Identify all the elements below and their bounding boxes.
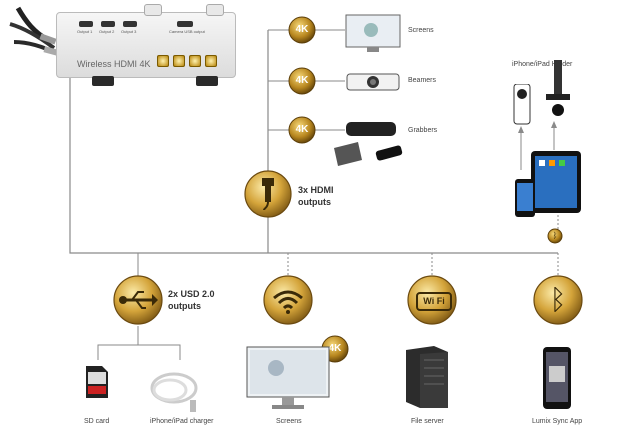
sd-card-icon (84, 364, 110, 405)
wireless-hdmi-device: Output 1 Output 2 Output 3 Camera USB ou… (56, 12, 236, 78)
device-foot (196, 76, 218, 86)
file-server-icon (404, 344, 450, 415)
lumix-phone-icon (542, 346, 572, 415)
phone-holder-icon (512, 83, 532, 133)
hdmi-icon (260, 178, 276, 215)
hdmi-icon (157, 55, 169, 67)
wifi-screen-monitor-icon (246, 346, 330, 417)
bluetooth-item-lumix: Lumix Sync App (532, 418, 583, 425)
wifi-logo-icon: Wi Fi (416, 292, 452, 311)
hdmi-port-1 (79, 21, 93, 27)
tablet-holder-icon (540, 58, 580, 133)
hdmi-port-2 (101, 21, 115, 27)
hdmi-target-grabbers: Grabbers (408, 127, 438, 134)
port-label: Output 1 (77, 29, 93, 34)
4k-badge: 4K (328, 343, 342, 354)
bluetooth-icon: ᛒ (549, 284, 567, 315)
usb-item-charger: iPhone/iPad charger (150, 418, 214, 425)
hdmi-caption: 3x HDMI outputs (298, 185, 334, 207)
usb-icon (118, 288, 158, 317)
wifi-icon (189, 55, 201, 67)
phone-icon (514, 178, 536, 223)
beamer-icon (345, 70, 401, 99)
screen-monitor-icon (345, 14, 401, 59)
port-label: Camera USB output (169, 29, 205, 34)
port-label: Output 3 (121, 29, 137, 34)
bluetooth-icon (205, 55, 217, 67)
holder-label: iPhone/iPad Holder (512, 61, 573, 68)
device-title: Wireless HDMI 4K (77, 59, 151, 69)
wifi-item-screens: Screens (276, 418, 302, 425)
hdmi-port-3 (123, 21, 137, 27)
4k-badge: 4K (295, 124, 309, 135)
usb-icon (173, 55, 185, 67)
wifi-item-file-server: File server (411, 418, 444, 425)
charger-cable-icon (146, 366, 206, 419)
port-label: Output 2 (99, 29, 115, 34)
usb-item-sd-card: SD card (84, 418, 110, 425)
usb-caption: 2x USD 2.0 outputs (168, 289, 215, 311)
grabber-icon (332, 118, 408, 175)
device-foot (92, 76, 114, 86)
4k-badge: 4K (295, 75, 309, 86)
hdmi-target-beamers: Beamers (408, 77, 437, 84)
hdmi-target-screens: Screens (408, 27, 434, 34)
bluetooth-icon: ᛒ (552, 231, 558, 240)
wifi-icon (272, 288, 304, 319)
device-knob (206, 4, 224, 16)
4k-badge: 4K (295, 24, 309, 35)
device-knob (144, 4, 162, 16)
tablet-icon (530, 150, 582, 219)
usb-port (177, 21, 193, 27)
camera-cable-bundle (4, 2, 64, 62)
